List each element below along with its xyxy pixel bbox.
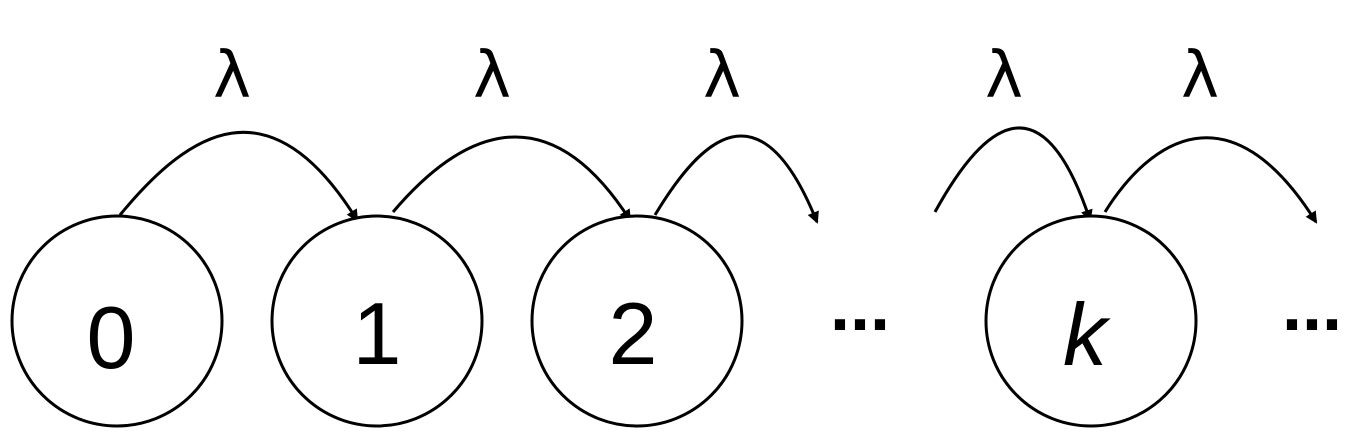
rate-label-k-out: λ: [1181, 39, 1219, 113]
state-node-1: 1: [270, 214, 484, 428]
state-label-1: 1: [353, 284, 402, 383]
rate-label-2-out: λ: [703, 39, 741, 113]
transition-arc-in-k: [933, 126, 1093, 222]
ellipsis-middle: ...: [830, 266, 890, 346]
rate-label-1-2: λ: [473, 39, 511, 113]
state-node-k: k: [984, 214, 1198, 428]
transition-arc-0-1: [118, 130, 359, 222]
state-label-0: 0: [87, 288, 136, 387]
transition-arc-k-out: [1103, 136, 1318, 224]
transition-arc-1-2: [391, 135, 632, 222]
rate-label-0-1: λ: [213, 39, 251, 113]
state-label-k: k: [1063, 285, 1111, 384]
ellipsis-end: ...: [1282, 266, 1342, 346]
transition-arc-2-out: [653, 134, 819, 224]
state-node-0: 0: [10, 214, 224, 428]
rate-label-in-k: λ: [985, 39, 1023, 113]
state-node-2: 2: [530, 214, 744, 428]
state-label-2: 2: [609, 284, 658, 383]
